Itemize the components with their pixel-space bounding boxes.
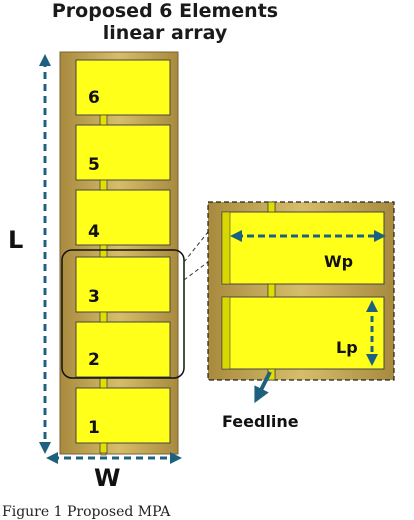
figure-caption: Figure 1 Proposed MPA bbox=[2, 504, 171, 520]
element-label-6: 6 bbox=[88, 88, 100, 108]
element-label-3: 3 bbox=[88, 287, 100, 307]
feedline-label: Feedline bbox=[222, 412, 299, 431]
patch-4 bbox=[75, 189, 171, 246]
element-label-4: 4 bbox=[88, 222, 100, 242]
figure-title-line2: linear array bbox=[102, 22, 228, 44]
inset-patch-top bbox=[221, 211, 385, 285]
element-label-1: 1 bbox=[88, 418, 100, 438]
width-label: W bbox=[94, 464, 121, 492]
zoom-selection bbox=[61, 249, 185, 379]
element-label-2: 2 bbox=[88, 350, 100, 370]
patch-5 bbox=[75, 124, 171, 181]
feedline-arrow bbox=[254, 371, 272, 404]
figure-title-line1: Proposed 6 Elements bbox=[51, 0, 279, 22]
patch-1 bbox=[75, 387, 171, 444]
inset-patch-bottom bbox=[221, 296, 385, 370]
patch-2 bbox=[75, 321, 171, 378]
substrate-strip bbox=[59, 51, 179, 455]
wp-label: Wp bbox=[324, 252, 354, 271]
element-label-5: 5 bbox=[88, 155, 100, 175]
lp-label: Lp bbox=[336, 338, 358, 357]
length-label: L bbox=[8, 226, 24, 254]
patch-3 bbox=[75, 256, 171, 313]
patch-6 bbox=[75, 59, 171, 116]
